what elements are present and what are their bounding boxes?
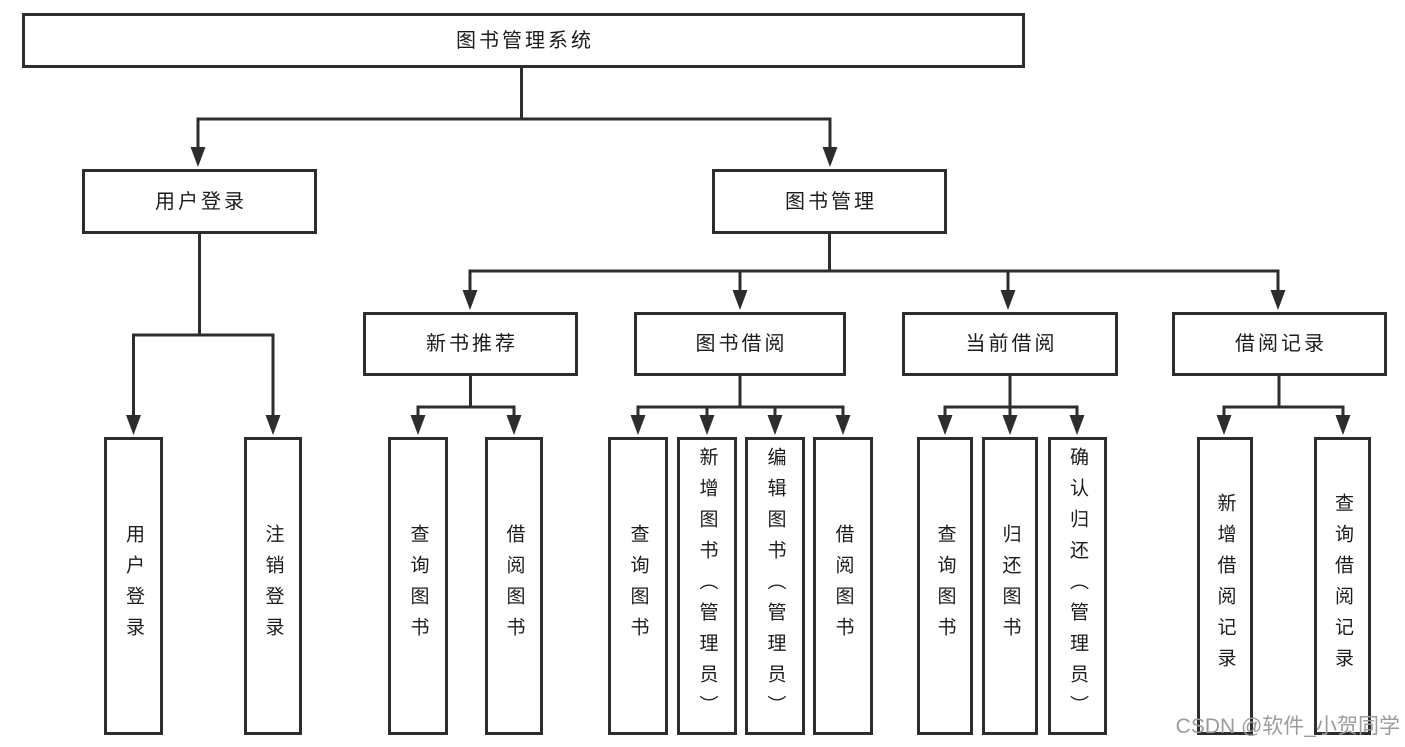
leaf-record-add-record: 新增借阅记录 [1197, 437, 1253, 735]
leaf-borrow-add-books-admin-label: 新增图书（管理员） [696, 446, 718, 726]
leaf-newbook-query-books-label: 查询图书 [407, 524, 429, 648]
leaf-record-add-record-label: 新增借阅记录 [1214, 493, 1236, 679]
leaf-newbook-query-books: 查询图书 [388, 437, 448, 735]
leaf-borrow-add-books-admin: 新增图书（管理员） [677, 437, 737, 735]
leaf-record-query-record: 查询借阅记录 [1314, 437, 1371, 735]
leaf-logout-login-label: 注销登录 [262, 524, 284, 648]
node-book-management: 图书管理 [712, 169, 947, 234]
node-new-book-recommend-label: 新书推荐 [426, 333, 518, 355]
watermark-text: CSDN @软件_小贺同学 [1175, 715, 1400, 738]
leaf-borrow-query-books: 查询图书 [608, 437, 668, 735]
node-library-system-label: 图书管理系统 [456, 29, 594, 52]
node-current-borrow: 当前借阅 [902, 312, 1118, 376]
leaf-logout-login: 注销登录 [244, 437, 302, 735]
leaf-current-query-books: 查询图书 [917, 437, 973, 735]
leaf-borrow-query-books-label: 查询图书 [627, 524, 649, 648]
node-book-borrow: 图书借阅 [634, 312, 846, 376]
node-book-management-label: 图书管理 [785, 190, 877, 213]
leaf-borrow-edit-books-admin-label: 编辑图书（管理员） [764, 446, 786, 726]
leaf-current-confirm-return-admin-label: 确认归还（管理员） [1067, 446, 1088, 726]
leaf-borrow-borrow-books-label: 借阅图书 [832, 524, 854, 648]
node-library-system: 图书管理系统 [22, 13, 1025, 68]
leaf-current-confirm-return-admin: 确认归还（管理员） [1048, 437, 1107, 735]
node-new-book-recommend: 新书推荐 [363, 312, 578, 376]
node-user-login-label: 用户登录 [155, 190, 247, 213]
node-book-borrow-label: 图书借阅 [695, 333, 788, 355]
leaf-borrow-borrow-books: 借阅图书 [813, 437, 873, 735]
leaf-newbook-borrow-books: 借阅图书 [485, 437, 543, 735]
node-current-borrow-label: 当前借阅 [965, 333, 1058, 355]
leaf-borrow-edit-books-admin: 编辑图书（管理员） [745, 437, 805, 735]
leaf-newbook-borrow-books-label: 借阅图书 [503, 524, 525, 648]
leaf-current-return-books-label: 归还图书 [999, 524, 1021, 648]
node-borrow-records: 借阅记录 [1172, 312, 1387, 376]
node-user-login: 用户登录 [82, 169, 317, 234]
node-borrow-records-label: 借阅记录 [1235, 333, 1327, 355]
leaf-user-login-label: 用户登录 [123, 524, 144, 648]
leaf-record-query-record-label: 查询借阅记录 [1332, 493, 1353, 679]
leaf-current-return-books: 归还图书 [982, 437, 1038, 735]
leaf-current-query-books-label: 查询图书 [934, 524, 956, 648]
leaf-user-login: 用户登录 [104, 437, 163, 735]
